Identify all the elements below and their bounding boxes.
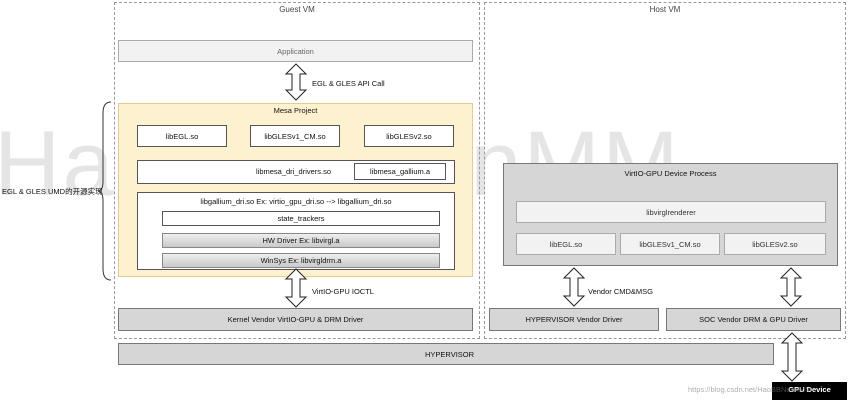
vendor-cmd-label: Vendor CMD&MSG — [588, 287, 654, 296]
guest-lib-glesv1: libGLESv1_CM.so — [250, 125, 340, 147]
guest-lib-glesv2: libGLESv2.so — [364, 125, 454, 147]
brace-icon — [97, 101, 112, 281]
vendor-cmd-arrow-right — [779, 267, 803, 307]
device-process-title: VirtIO-GPU Device Process — [624, 169, 717, 178]
hypervisor-driver-box: HYPERVISOR Vendor Driver — [489, 308, 659, 331]
gallium-dri-title: libgallium_dri.so Ex: virtio_gpu_dri.so … — [200, 197, 392, 206]
brace-label: EGL & GLES UMD的开源实现 — [2, 187, 103, 196]
watermark-url: https://blog.csdn.net/HaoBBNuanMM — [688, 385, 812, 394]
gpu-device-box — [772, 382, 847, 400]
state-trackers-box: state_trackers — [162, 211, 440, 226]
winsys-box: WinSys Ex: libvirgldrm.a — [162, 253, 440, 268]
application-box: Application — [118, 40, 473, 62]
vendor-cmd-arrow-left — [562, 267, 586, 307]
mesa-gallium-box: libmesa_gallium.a — [354, 163, 446, 180]
soc-driver-box: SOC Vendor DRM & GPU Driver — [666, 308, 841, 331]
gpu-device-label: GPU Device — [788, 385, 831, 394]
api-call-label: EGL & GLES API Call — [312, 79, 385, 88]
hw-driver-box: HW Driver Ex: libvirgl.a — [162, 233, 440, 248]
virglrenderer-box: libvirglrenderer — [516, 201, 826, 223]
ioctl-arrow — [284, 268, 308, 308]
api-call-arrow — [284, 63, 308, 101]
host-lib-glesv2: libGLESv2.so — [724, 233, 826, 255]
guest-vm-title: Guest VM — [279, 5, 315, 14]
mesa-dri-drivers-label: libmesa_dri_drivers.so — [256, 167, 332, 176]
host-lib-egl: libEGL.so — [516, 233, 616, 255]
host-vm-container — [484, 2, 846, 339]
kernel-driver-box: Kernel Vendor VirtIO-GPU & DRM Driver — [118, 308, 473, 331]
host-vm-title: Host VM — [649, 5, 681, 14]
guest-lib-egl: libEGL.so — [137, 125, 227, 147]
gpu-device-arrow — [780, 332, 804, 382]
ioctl-label: VirtIO-GPU IOCTL — [312, 287, 374, 296]
guest-vm-container — [114, 2, 480, 339]
mesa-project-title: Mesa Project — [273, 106, 318, 115]
hypervisor-box: HYPERVISOR — [118, 343, 774, 365]
host-lib-glesv1: libGLESv1_CM.so — [620, 233, 720, 255]
